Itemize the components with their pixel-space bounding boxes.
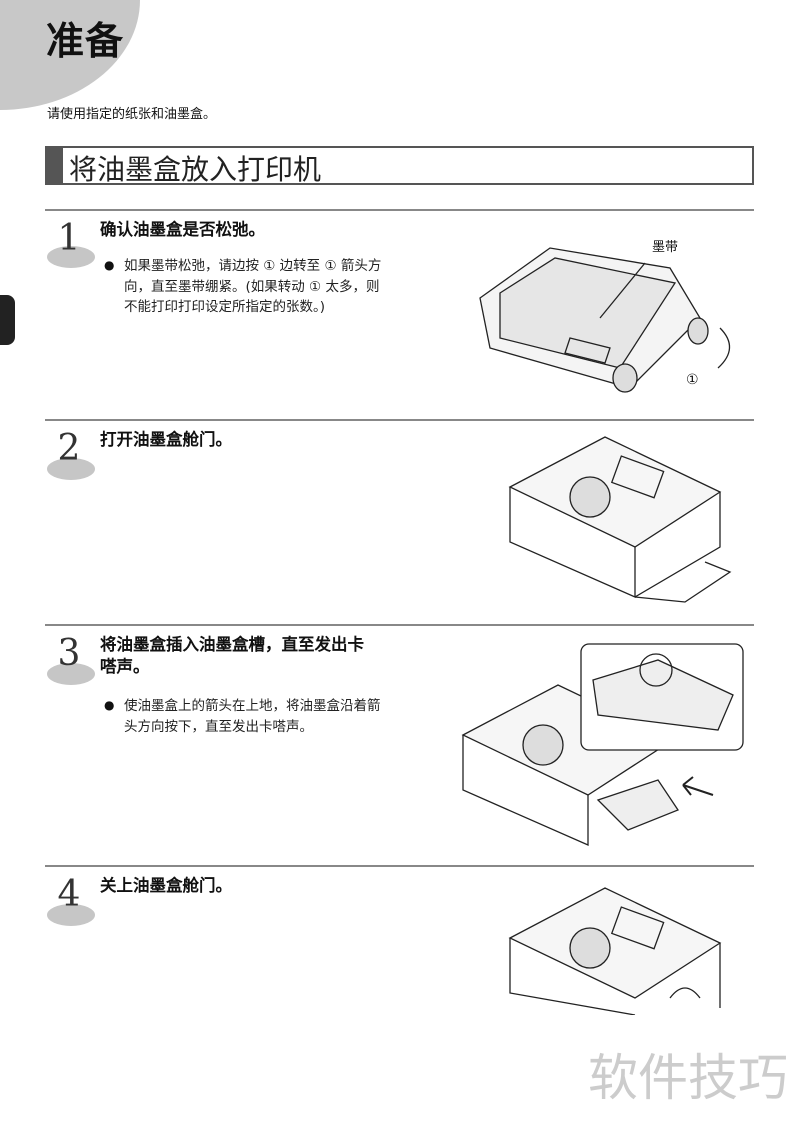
- watermark: 软件技巧: [588, 1049, 788, 1107]
- step-number: 2: [57, 428, 81, 469]
- chapter-tab: [0, 295, 15, 345]
- divider: [45, 865, 754, 867]
- divider: [45, 624, 754, 626]
- section-header: 将油墨盒放入打印机: [45, 146, 754, 186]
- intro-text: 请使用指定的纸张和油墨盒。: [47, 107, 217, 122]
- ribbon-label: 墨带: [652, 240, 679, 255]
- bullet: ●: [104, 258, 115, 272]
- divider: [45, 419, 754, 421]
- ink-cartridge-illustration: [479, 247, 731, 393]
- page-title: 准备: [46, 19, 125, 63]
- step-badge: [47, 246, 95, 268]
- step-heading: 将油墨盒插入油墨盒槽，直至发出卡嗒声。: [100, 635, 364, 676]
- step-badge: [47, 458, 95, 480]
- bullet: ●: [104, 698, 115, 712]
- section-title: 将油墨盒放入打印机: [69, 153, 322, 186]
- divider: [45, 209, 754, 211]
- step-badge: [47, 663, 95, 685]
- step-number: 1: [57, 218, 81, 259]
- step-number: 3: [57, 633, 81, 674]
- step-text: 如果墨带松弛，请边按 ① 边转至 ① 箭头方向，直至墨带绷紧。(如果转动 ① 太…: [124, 258, 382, 315]
- knob-label: ①: [686, 372, 699, 388]
- printer-close-door-illustration: [508, 887, 722, 1015]
- insert-cartridge-illustration: [461, 643, 744, 846]
- step-text: 使油墨盒上的箭头在上地，将油墨盒沿着箭头方向按下，直至发出卡嗒声。: [124, 698, 381, 735]
- step-heading: 关上油墨盒舱门。: [100, 876, 232, 895]
- printer-open-door-illustration: [508, 436, 732, 603]
- step-number: 4: [57, 874, 81, 915]
- step-heading: 确认油墨盒是否松弛。: [100, 220, 265, 239]
- step-badge: [47, 904, 95, 926]
- step-heading: 打开油墨盒舱门。: [100, 430, 232, 449]
